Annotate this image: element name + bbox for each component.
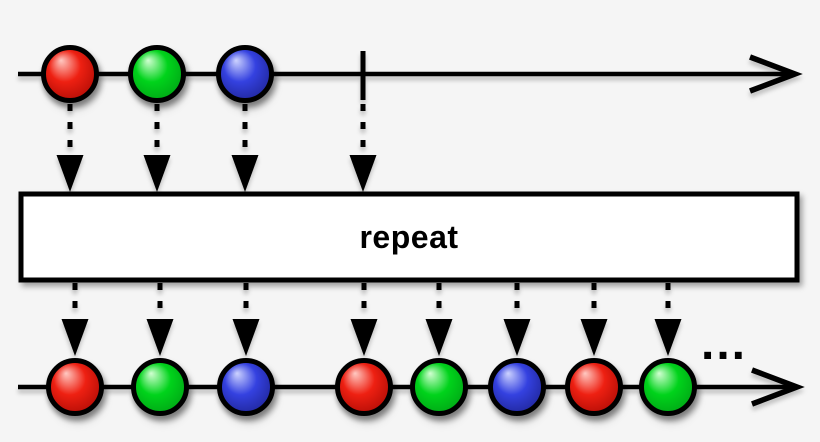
output-arrow-1-arrowhead-icon bbox=[61, 319, 89, 356]
output-arrow-8 bbox=[654, 283, 682, 356]
output-timeline-marble-red-4 bbox=[335, 358, 393, 416]
input-arrow-4 bbox=[349, 104, 377, 192]
output-arrow-7-arrowhead-icon bbox=[580, 319, 608, 356]
input-arrow-2-arrowhead-icon bbox=[143, 155, 171, 192]
output-timeline-marble-green-5 bbox=[410, 358, 468, 416]
source-timeline bbox=[18, 45, 803, 103]
input-arrow-4-arrowhead-icon bbox=[349, 155, 377, 192]
output-arrow-8-arrowhead-icon bbox=[654, 319, 682, 356]
output-arrow-2-arrowhead-icon bbox=[146, 319, 174, 356]
output-timeline-marble-blue-6 bbox=[488, 358, 546, 416]
output-arrow-4-arrowhead-icon bbox=[350, 319, 378, 356]
operator-box bbox=[18, 191, 800, 283]
output-timeline bbox=[18, 358, 805, 416]
input-arrow-3-arrowhead-icon bbox=[231, 155, 259, 192]
output-arrow-3 bbox=[232, 283, 260, 356]
output-arrow-1 bbox=[61, 283, 89, 356]
output-timeline-marble-green-8 bbox=[639, 358, 697, 416]
output-arrow-2 bbox=[146, 283, 174, 356]
output-timeline-marble-blue-3 bbox=[217, 358, 275, 416]
output-arrow-5-arrowhead-icon bbox=[425, 319, 453, 356]
output-arrow-3-arrowhead-icon bbox=[232, 319, 260, 356]
input-arrow-1-arrowhead-icon bbox=[56, 155, 84, 192]
output-arrow-6-arrowhead-icon bbox=[503, 319, 531, 356]
output-timeline-arrowhead-icon bbox=[751, 367, 805, 407]
output-timeline-marble-red-7 bbox=[565, 358, 623, 416]
input-arrow-1 bbox=[56, 104, 84, 192]
output-arrow-4 bbox=[350, 283, 378, 356]
source-timeline-marble-blue-3 bbox=[216, 45, 274, 103]
source-timeline-arrowhead-icon bbox=[749, 54, 803, 94]
input-arrow-3 bbox=[231, 104, 259, 192]
input-arrow-2 bbox=[143, 104, 171, 192]
output-timeline-marble-green-2 bbox=[131, 358, 189, 416]
output-timeline-marble-red-1 bbox=[46, 358, 104, 416]
source-timeline-marble-red-1 bbox=[41, 45, 99, 103]
output-arrow-6 bbox=[503, 283, 531, 356]
output-arrow-7 bbox=[580, 283, 608, 356]
source-timeline-marble-green-2 bbox=[128, 45, 186, 103]
output-arrow-5 bbox=[425, 283, 453, 356]
